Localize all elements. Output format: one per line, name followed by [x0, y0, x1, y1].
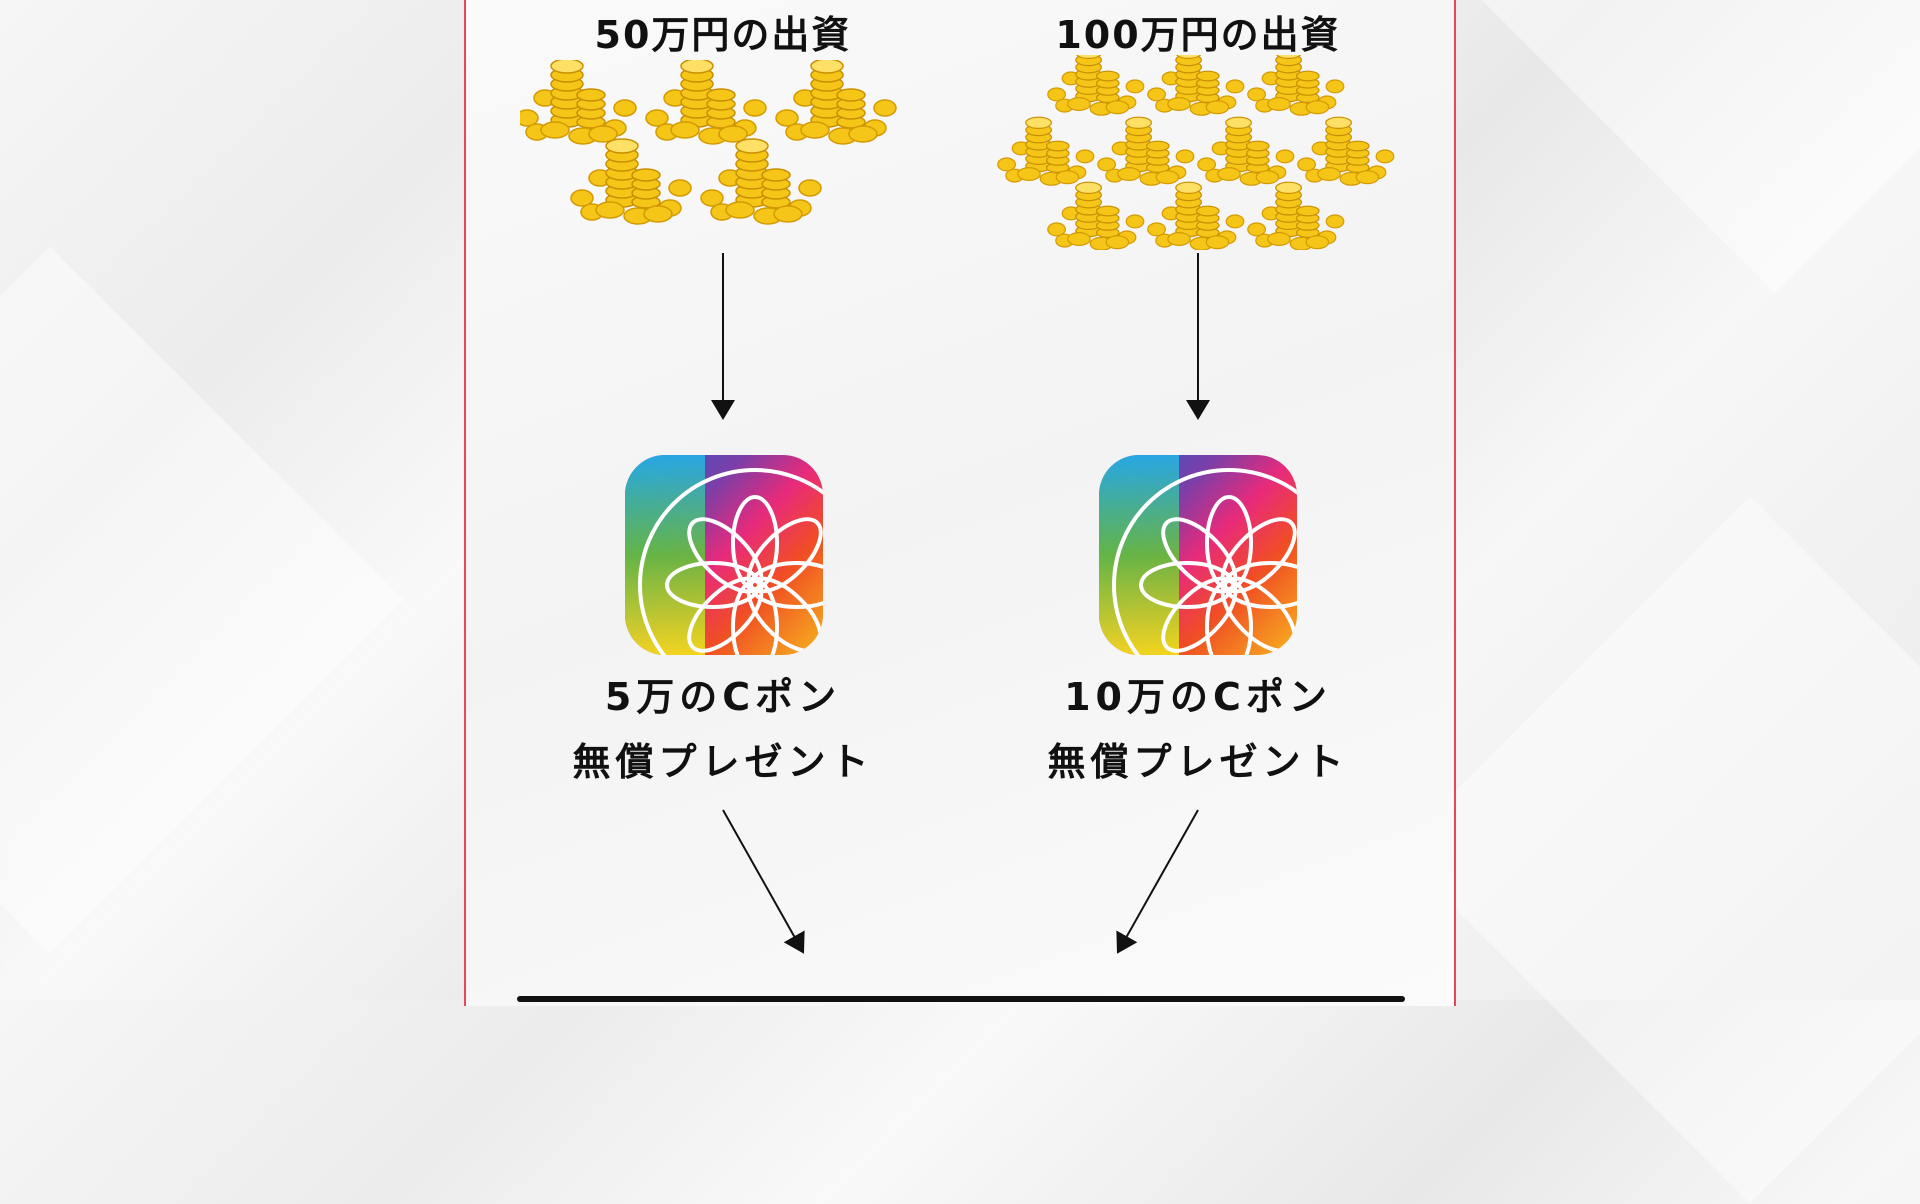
- arrow-left-diagonal: [722, 809, 805, 954]
- coin-pile: [1097, 116, 1195, 186]
- coin-piles-right: [997, 55, 1395, 250]
- coin-pile: [1047, 55, 1145, 116]
- coin-pile: [1197, 116, 1295, 186]
- coin-piles-left: [520, 60, 897, 225]
- left-reward: 5万のCポン 無償プレゼント: [523, 665, 923, 795]
- coin-pile: [700, 138, 822, 225]
- right-reward: 10万のCポン 無償プレゼント: [998, 665, 1398, 795]
- coin-pile: [1247, 181, 1345, 250]
- left-reward-amount: 5万のCポン: [604, 675, 842, 719]
- coin-pile: [997, 116, 1095, 186]
- coin-pile: [1147, 55, 1245, 116]
- arrows: [711, 253, 1210, 954]
- cpon-app-icon-left: [625, 455, 823, 655]
- coin-pile: [1047, 181, 1145, 250]
- coin-pile: [645, 60, 767, 145]
- coin-pile: [1247, 55, 1345, 116]
- coin-pile: [1297, 116, 1395, 186]
- left-title: 50万円の出資: [594, 13, 852, 57]
- arrow-right-diagonal: [1116, 809, 1199, 954]
- coin-pile: [775, 60, 897, 145]
- coin-pile: [570, 138, 692, 225]
- coin-pile: [1147, 181, 1245, 250]
- cpon-app-icon-right: [1099, 455, 1297, 655]
- right-reward-amount: 10万のCポン: [1064, 675, 1332, 719]
- right-title: 100万円の出資: [1055, 13, 1341, 57]
- coin-pile: [520, 60, 637, 145]
- bottom-box-border: [517, 996, 1405, 1002]
- right-reward-gift: 無償プレゼント: [1047, 740, 1349, 784]
- left-reward-gift: 無償プレゼント: [572, 740, 874, 784]
